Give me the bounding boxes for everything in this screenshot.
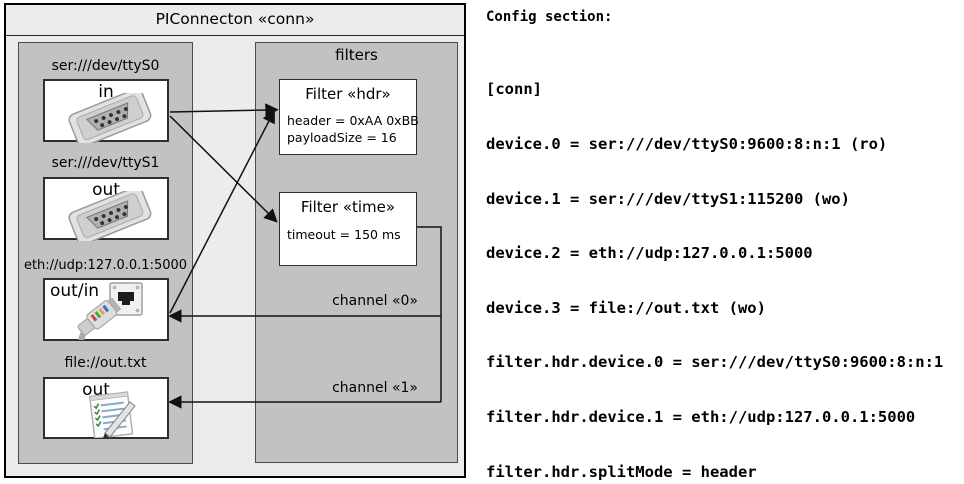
device-direction: out <box>92 180 120 200</box>
config-line: filter.hdr.device.0 = ser:///dev/ttyS0:9… <box>486 353 944 372</box>
filter-box-hdr: Filter «hdr» header = 0xAA 0xBB payloadS… <box>279 79 419 155</box>
devices-panel: ser:///dev/ttyS0 in ser:///dev/ttyS1 o <box>18 42 193 464</box>
connector-diagram: PIConnecton «conn» ser:///dev/ttyS0 in <box>4 3 466 478</box>
config-heading: Config section: <box>486 9 613 25</box>
config-line: device.2 = eth://udp:127.0.0.1:5000 <box>486 244 813 263</box>
config-line: filter.hdr.device.1 = eth://udp:127.0.0.… <box>486 408 916 427</box>
filter-property: payloadSize = 16 <box>287 129 397 145</box>
device-box-ttys1: out <box>43 177 169 241</box>
device-label-eth: eth://udp:127.0.0.1:5000 <box>23 258 188 273</box>
filters-panel-label: filters <box>335 46 378 64</box>
notepad-icon <box>88 391 136 438</box>
config-line: filter.hdr.splitMode = header <box>486 462 757 481</box>
config-text: [conn] device.0 = ser:///dev/ttyS0:9600:… <box>486 44 953 484</box>
device-direction: out/in <box>50 281 100 301</box>
device-box-ttys0: in <box>43 79 169 143</box>
channel-0-label: channel «0» <box>332 293 418 309</box>
device-label-file: file://out.txt <box>64 355 147 371</box>
device-box-file: out <box>43 377 169 439</box>
filters-panel: filters Filter «hdr» header = 0xAA 0xBB … <box>255 42 458 463</box>
config-line: device.3 = file://out.txt (wo) <box>486 298 766 317</box>
device-label-ttys1: ser:///dev/ttyS1 <box>51 155 160 171</box>
diagram-title: PIConnecton «conn» <box>6 5 464 36</box>
filter-title: Filter «hdr» <box>305 85 391 103</box>
rj45-cable-icon <box>77 298 122 340</box>
config-line: device.0 = ser:///dev/ttyS0:9600:8:n:1 (… <box>486 135 888 154</box>
config-line: [conn] <box>486 80 542 99</box>
serial-connector-icon <box>68 191 152 241</box>
filter-title: Filter «time» <box>300 198 396 216</box>
serial-connector-icon <box>68 93 152 143</box>
filter-property: timeout = 150 ms <box>287 226 401 242</box>
config-line: device.1 = ser:///dev/ttyS1:115200 (wo) <box>486 189 850 208</box>
channel-1-label: channel «1» <box>332 380 418 396</box>
device-label-ttys0: ser:///dev/ttyS0 <box>51 58 160 74</box>
device-box-eth: out/in <box>43 278 169 341</box>
filter-box-time: Filter «time» timeout = 150 ms <box>279 192 417 266</box>
device-direction: in <box>98 82 114 102</box>
filter-property: header = 0xAA 0xBB <box>287 113 419 128</box>
